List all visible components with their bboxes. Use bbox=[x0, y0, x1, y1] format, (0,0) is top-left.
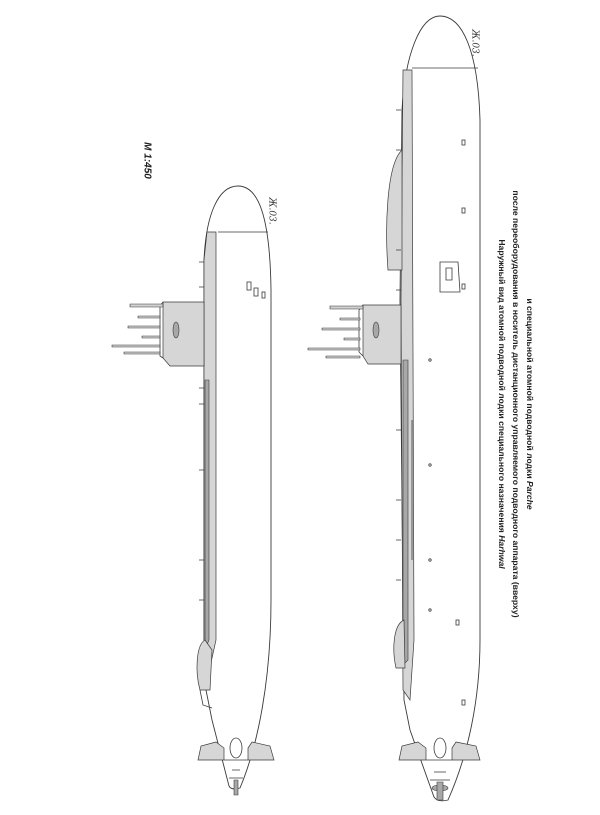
sail-harhwal bbox=[162, 301, 205, 367]
forward-hump-parche bbox=[386, 149, 403, 271]
rudder-harhwal bbox=[197, 741, 225, 761]
caption-line-1: Наружный вид атомной подводной лодки спе… bbox=[497, 124, 507, 684]
caption-line-1-text: Наружный вид атомной подводной лодки спе… bbox=[497, 239, 507, 536]
caption-harhwal-name: Harhwal bbox=[497, 535, 507, 569]
sail-parche bbox=[362, 304, 402, 365]
submarine-harhwal bbox=[111, 185, 275, 796]
hull-harhwal bbox=[203, 185, 272, 790]
caption-parche-name: Parche bbox=[525, 481, 535, 510]
rudder-parche bbox=[398, 741, 427, 761]
aft-hump-parche bbox=[393, 619, 406, 669]
submarine-parche bbox=[307, 15, 481, 802]
caption-line-2: после переоборудования в носитель дистан… bbox=[511, 190, 521, 618]
artist-signature-1: Ж.03. bbox=[266, 197, 277, 225]
scale-label: M 1:450 bbox=[141, 142, 153, 179]
caption-line-3-text: и специальной атомной подводной лодки bbox=[525, 298, 535, 481]
artist-signature-2: Ж.03. bbox=[469, 29, 480, 57]
caption-line-3: и специальной атомной подводной лодки Pa… bbox=[525, 124, 535, 684]
aft-dome-harhwal bbox=[196, 639, 213, 691]
